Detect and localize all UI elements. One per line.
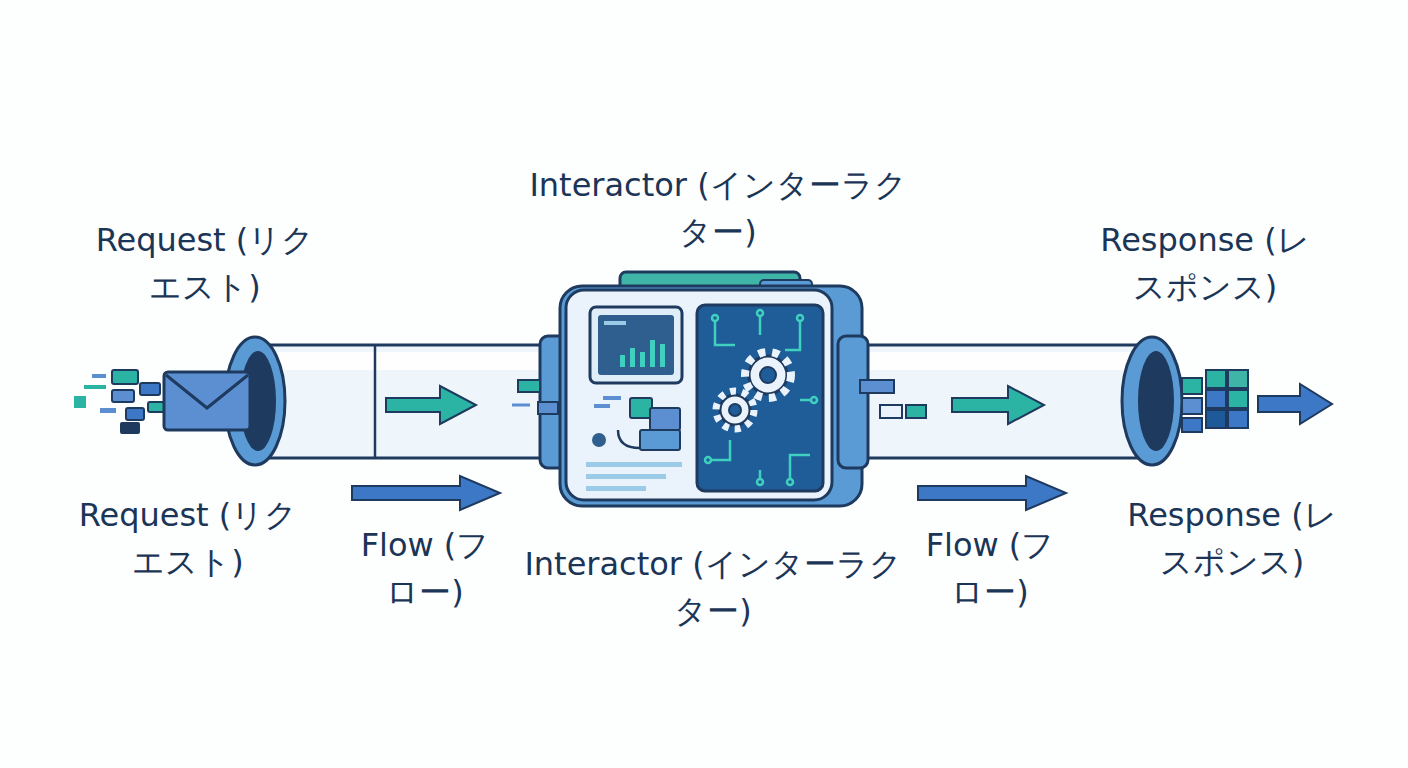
request-pipe-node: Request (リクエスト) bbox=[232, 340, 562, 462]
request-pipe bbox=[225, 336, 570, 468]
flow-label: Interactor (インターラクター) bbox=[513, 541, 913, 635]
interactor-node: Interactor (インターラクター) bbox=[560, 272, 862, 507]
node-heading: Request (リクエスト) bbox=[85, 217, 325, 311]
flow-label: Response (レスポンス) bbox=[1112, 492, 1352, 586]
data-particles bbox=[74, 370, 164, 434]
node-heading: Response (レスポンス) bbox=[1085, 217, 1325, 311]
output-blocks bbox=[1182, 370, 1248, 432]
flow-label: Request (リクエスト) bbox=[68, 492, 308, 586]
node-heading: Interactor (インターラクター) bbox=[518, 162, 918, 256]
response-pipe bbox=[838, 336, 1182, 468]
flow-label: Flow (フロー) bbox=[920, 522, 1060, 616]
flow-arrow bbox=[352, 384, 1332, 510]
response-pipe-node: Response (レスポンス) bbox=[845, 340, 1175, 462]
flow-label: Flow (フロー) bbox=[355, 522, 495, 616]
interactor-device bbox=[560, 272, 862, 506]
envelope-icon bbox=[164, 372, 250, 430]
